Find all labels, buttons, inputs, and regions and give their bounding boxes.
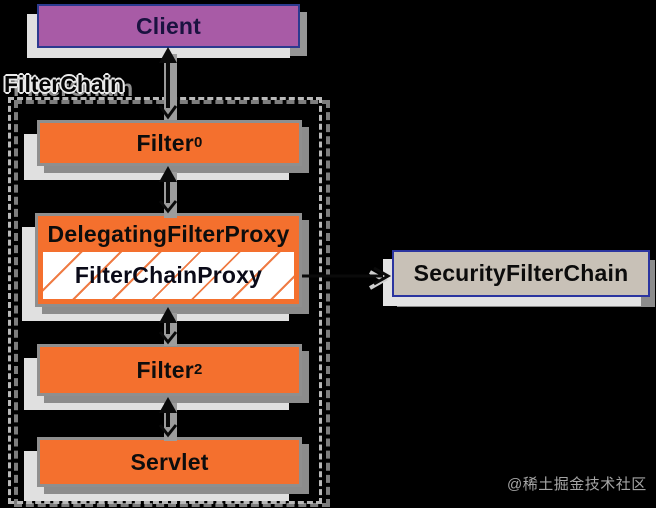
security-filter-chain-box: SecurityFilterChain [392,250,650,297]
filter0-label: Filter [136,129,194,156]
servlet-label: Servlet [130,448,209,475]
filter2-label: Filter [136,356,194,383]
delegating-filter-proxy-box: DelegatingFilterProxy FilterChainProxy [35,213,302,307]
delegating-filter-proxy-label: DelegatingFilterProxy [47,221,290,247]
client-box: Client [37,4,300,48]
watermark: @稀土掘金技术社区 [507,476,647,493]
security-filter-chain-label: SecurityFilterChain [413,260,629,286]
arrowhead-halo [369,270,389,290]
filter-chain-proxy-label: FilterChainProxy [74,262,263,288]
filterchain-group-label: FilterChain [4,71,125,97]
solid-up-arrowhead-icon [159,47,177,63]
servlet-box: Servlet [37,437,302,487]
filter-chain-proxy-box: FilterChainProxy [43,252,294,299]
client-label: Client [135,12,202,39]
open-right-arrowhead-icon [373,266,392,286]
